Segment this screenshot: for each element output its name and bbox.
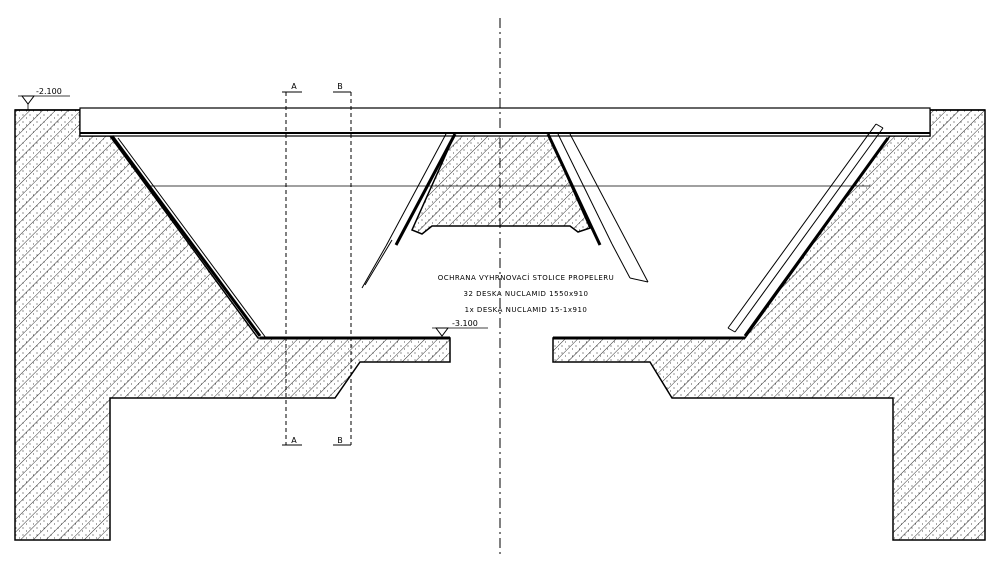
right-slope-lining: [553, 123, 890, 340]
left-slope-lining: [110, 135, 450, 340]
level-label-top: -2.100: [36, 87, 62, 96]
section-line-a: [282, 91, 302, 446]
center-left-plate: [361, 133, 457, 289]
note-line-2: 32 DESKA NUCLAMID 1550x910: [463, 290, 588, 298]
note-line-1: OCHRANA VYHRNOVACÍ STOLICE PROPELERU: [438, 273, 615, 282]
center-right-plate: [546, 133, 649, 283]
section-line-b: [333, 91, 352, 446]
level-marker-bottom: [432, 327, 488, 337]
section-mark-a-top: A: [291, 82, 297, 91]
section-mark-a-bottom: A: [291, 436, 297, 445]
note-line-3: 1x DESKA NUCLAMID 15-1x910: [465, 306, 588, 314]
central-block: [410, 133, 592, 235]
section-mark-b-bottom: B: [337, 436, 343, 445]
level-marker-top: [18, 95, 70, 110]
top-deck: [15, 107, 985, 137]
right-concrete-wall: [552, 109, 986, 541]
level-label-bottom: -3.100: [452, 319, 478, 328]
left-concrete-wall: [14, 109, 451, 541]
section-mark-b-top: B: [337, 82, 343, 91]
